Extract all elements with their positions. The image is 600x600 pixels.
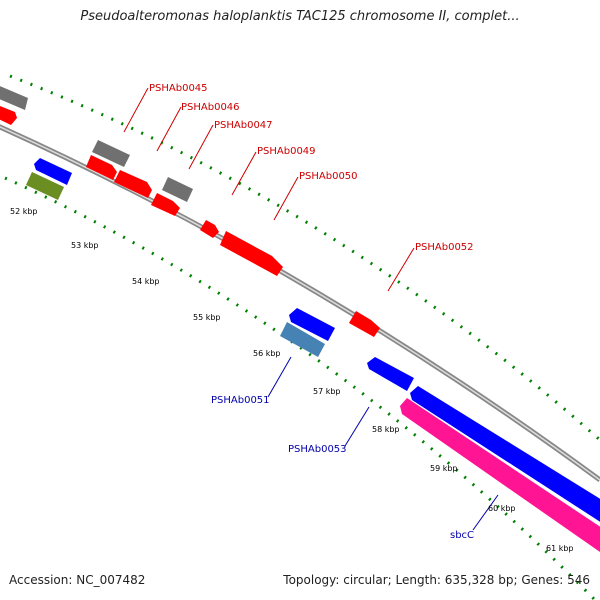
tick-label: 52 kbp [10,207,38,216]
tick-label: 56 kbp [253,349,281,358]
gene-feature[interactable] [220,231,283,276]
gene-label[interactable]: PSHAb0046 [181,102,240,113]
gene-label[interactable]: PSHAb0045 [149,83,208,94]
gene-feature[interactable] [0,104,17,125]
gene-feature[interactable] [26,172,64,200]
gene-feature[interactable] [114,170,152,198]
tick-label: 61 kbp [546,544,574,553]
inner-tick-ring [4,176,597,600]
label-leader [273,176,299,221]
gene-feature[interactable] [289,308,335,341]
gene-label[interactable]: PSHAb0051 [211,395,270,406]
label-leader [156,106,182,152]
tick-label: 60 kbp [488,504,516,513]
gene-label[interactable]: PSHAb0047 [214,120,273,131]
tick-label: 57 kbp [313,387,341,396]
gene-feature[interactable] [349,311,380,337]
gene-feature[interactable] [410,386,600,525]
gene-label[interactable]: PSHAb0050 [299,171,358,182]
label-leader [344,406,370,447]
forward-features [0,84,380,337]
gene-feature[interactable] [367,357,414,391]
accession-label: Accession: NC_007482 [9,573,146,587]
gene-label[interactable]: PSHAb0053 [288,444,347,455]
gene-label[interactable]: PSHAb0052 [415,242,474,253]
label-leader [267,356,292,398]
label-leader [188,124,214,170]
tick-label: 59 kbp [430,464,458,473]
gene-label[interactable]: sbcC [450,530,474,541]
tick-label: 58 kbp [372,425,400,434]
gene-feature[interactable] [280,322,325,357]
label-leader [387,247,415,292]
tick-label: 55 kbp [193,313,221,322]
gene-feature[interactable] [400,398,600,552]
tick-label: 53 kbp [71,241,99,250]
gene-feature[interactable] [34,158,72,185]
label-leader [123,87,149,133]
label-leader [231,151,257,196]
map-title: Pseudoalteromonas haloplanktis TAC125 ch… [80,9,520,24]
label-leader [472,494,499,531]
genome-summary: Topology: circular; Length: 635,328 bp; … [283,573,590,587]
gene-feature[interactable] [0,84,28,110]
outer-tick-ring [9,74,600,442]
gene-feature[interactable] [200,220,219,238]
gene-feature[interactable] [151,193,180,216]
gene-feature[interactable] [86,155,117,180]
gene-feature[interactable] [162,177,193,202]
gene-label[interactable]: PSHAb0049 [257,146,316,157]
reverse-features [26,158,600,552]
tick-label: 54 kbp [132,277,160,286]
gene-feature[interactable] [92,140,130,167]
